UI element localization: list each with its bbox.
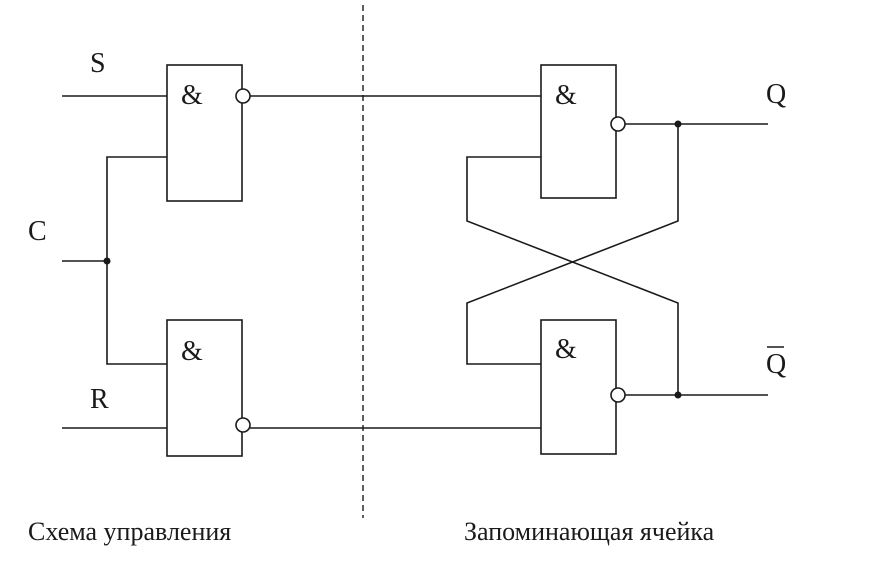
nand-gate-q-inverter bbox=[610, 116, 626, 132]
wire-c-bus bbox=[106, 156, 167, 365]
nand-gate-s-symbol: & bbox=[181, 80, 203, 111]
nand-gate-q-symbol: & bbox=[555, 80, 577, 111]
label-r: R bbox=[90, 384, 109, 415]
nand-gate-r-symbol: & bbox=[181, 336, 203, 367]
nand-gate-qbar bbox=[540, 319, 617, 455]
label-c: C bbox=[28, 216, 47, 247]
nand-gate-r bbox=[166, 319, 243, 457]
wire-feedback-qbar bbox=[466, 156, 679, 395]
caption-memory-cell: Запоминающая ячейка bbox=[464, 517, 715, 546]
nand-gate-s bbox=[166, 64, 243, 202]
wire-feedback-q bbox=[466, 124, 679, 365]
label-q-bar: Q bbox=[766, 349, 786, 380]
label-q: Q bbox=[766, 79, 786, 110]
junction-c bbox=[103, 257, 111, 265]
label-s: S bbox=[90, 48, 106, 79]
nand-gate-s-inverter bbox=[235, 88, 251, 104]
nand-gate-r-inverter bbox=[235, 417, 251, 433]
nand-gate-qbar-symbol: & bbox=[555, 334, 577, 365]
nand-gate-qbar-inverter bbox=[610, 387, 626, 403]
nand-gate-q bbox=[540, 64, 617, 199]
caption-control-circuit: Схема управления bbox=[28, 517, 231, 546]
